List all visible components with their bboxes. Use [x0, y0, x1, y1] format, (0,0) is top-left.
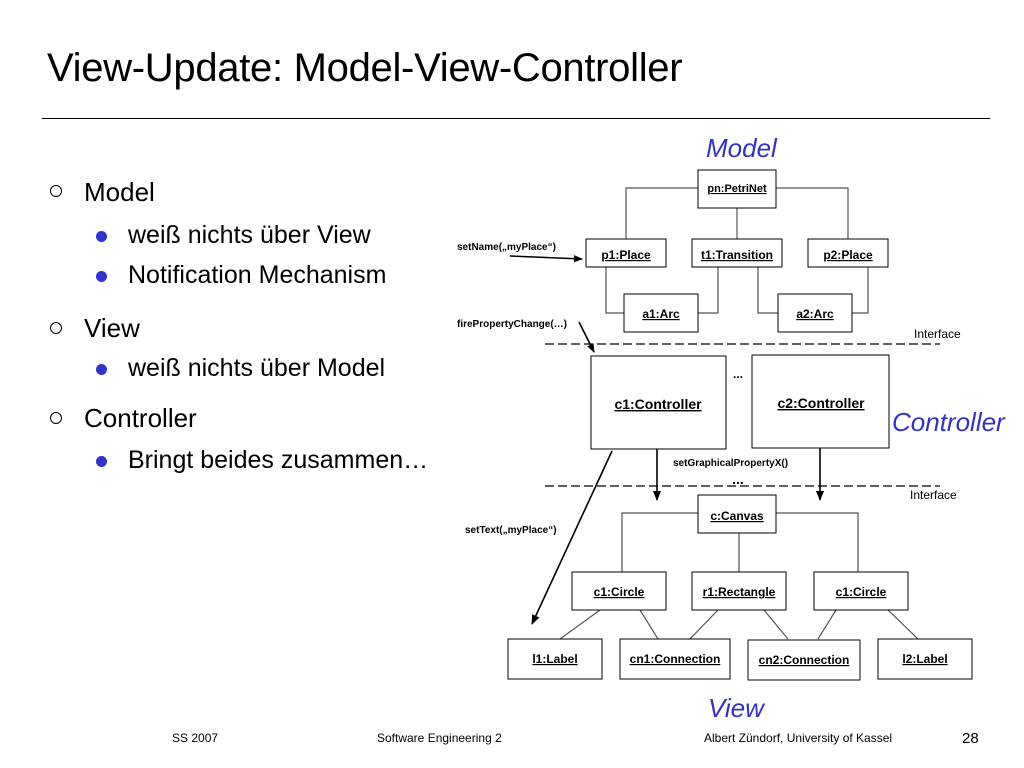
msg-settext: setText(„myPlace“): [465, 525, 557, 536]
interface-label-lower: Interface: [910, 488, 957, 502]
view-links: [559, 512, 919, 640]
obj-circle-2: c1:Circle: [836, 585, 887, 599]
page-number: 28: [962, 730, 979, 747]
bullet-dot-icon: [96, 456, 107, 467]
obj-circle-1: c1:Circle: [594, 585, 645, 599]
arrow-setname: [509, 255, 583, 263]
box-c1-controller: [590, 355, 727, 450]
bullet-dot-icon: [96, 364, 107, 375]
obj-label-2: l2:Label: [902, 652, 947, 666]
box-rectangle-1: [691, 571, 787, 611]
arrow-firepropertychange: [578, 321, 595, 353]
bullet-view: View: [84, 313, 140, 343]
obj-connection-1: cn1:Connection: [630, 652, 721, 666]
box-p1-place: [585, 238, 667, 268]
box-label-1: [507, 638, 603, 680]
bullet-controller: Controller: [84, 403, 197, 433]
bullet-hollow-icon: [50, 322, 62, 334]
footer-semester: SS 2007: [172, 731, 219, 745]
box-petrinet: [697, 169, 777, 209]
title-divider: [42, 118, 990, 119]
obj-connection-2: cn2:Connection: [759, 653, 850, 667]
message-arrows: [509, 255, 824, 625]
bullet-model: Model: [84, 177, 155, 207]
obj-a1-arc: a1:Arc: [642, 307, 680, 321]
msg-setgraphicalproperty: setGraphicalPropertyX(): [673, 458, 788, 469]
bullet-dot-icon: [96, 271, 107, 282]
box-c2-controller: [751, 354, 890, 449]
bullet-model-sub-1: weiß nichts über View: [128, 221, 371, 249]
footer-course: Software Engineering 2: [377, 731, 502, 745]
bullet-controller-sub-1: Bringt beides zusammen…: [128, 446, 429, 474]
box-a2-arc: [777, 293, 853, 333]
obj-petrinet: pn:PetriNet: [707, 183, 767, 195]
box-a1-arc: [623, 293, 699, 333]
slide-title: View-Update: Model-View-Controller: [47, 46, 683, 90]
obj-rectangle-1: r1:Rectangle: [703, 585, 776, 599]
box-label-2: [877, 638, 973, 680]
box-p2-place: [807, 238, 889, 268]
object-boxes: [507, 169, 973, 681]
obj-label-1: l1:Label: [532, 652, 577, 666]
msg-firepropertychange: firePropertyChange(…): [457, 319, 567, 330]
box-circle-2: [813, 571, 909, 611]
box-connection-1: [619, 638, 731, 680]
interface-label-upper: Interface: [914, 327, 961, 341]
region-label-controller: Controller: [892, 407, 1006, 437]
model-links: [605, 187, 869, 314]
interface-lines: [545, 343, 940, 487]
ellipsis-upper: ...: [733, 367, 743, 381]
obj-p2-place: p2:Place: [823, 248, 873, 262]
bullet-hollow-icon: [50, 412, 62, 424]
arrow-settext: [531, 450, 613, 625]
box-circle-1: [571, 571, 667, 611]
obj-p1-place: p1:Place: [601, 248, 651, 262]
ellipsis-lower: ...: [732, 471, 744, 487]
bullet-view-sub-1: weiß nichts über Model: [128, 354, 386, 382]
box-connection-2: [747, 639, 861, 681]
region-label-view: View: [708, 693, 766, 723]
box-t1-transition: [691, 238, 783, 268]
obj-c2-controller: c2:Controller: [777, 395, 865, 411]
bullet-dot-icon: [96, 231, 107, 242]
region-label-model: Model: [706, 133, 778, 163]
obj-a2-arc: a2:Arc: [796, 307, 834, 321]
bullet-hollow-icon: [50, 185, 62, 197]
obj-canvas: c:Canvas: [710, 509, 764, 523]
box-canvas: [697, 494, 777, 534]
footer-author: Albert Zündorf, University of Kassel: [704, 731, 893, 745]
bullet-model-sub-2: Notification Mechanism: [128, 261, 387, 289]
obj-c1-controller: c1:Controller: [614, 396, 702, 412]
msg-setname: setName(„myPlace“): [457, 242, 556, 253]
obj-t1-transition: t1:Transition: [701, 248, 773, 262]
